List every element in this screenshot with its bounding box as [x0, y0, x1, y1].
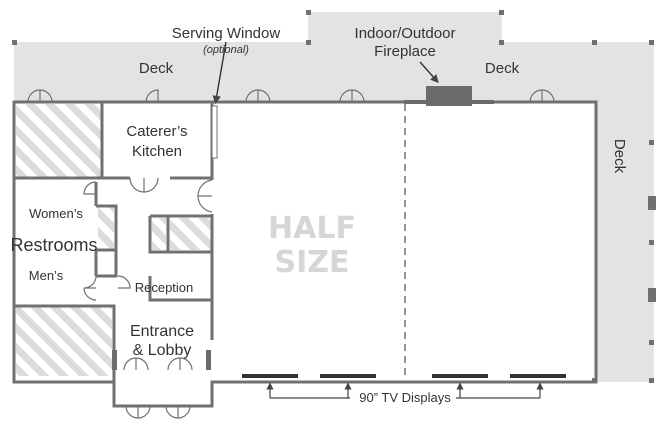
- restrooms-label: Restrooms: [10, 235, 97, 255]
- serving-window-label: Serving Window: [172, 25, 281, 42]
- reception-label: Reception: [135, 280, 194, 295]
- tv-display-icon: [242, 374, 566, 378]
- door-swing-icon: [27, 89, 555, 419]
- half-size-label-top: HALF: [268, 211, 356, 246]
- lobby-label: & Lobby: [133, 342, 192, 359]
- mens-label: Men’s: [29, 268, 64, 283]
- deck-left-label: Deck: [139, 60, 174, 77]
- womens-label: Women’s: [29, 206, 83, 221]
- deck-right-label: Deck: [485, 60, 520, 77]
- fireplace-label: Fireplace: [374, 43, 436, 60]
- restroom-fixtures: [16, 104, 212, 376]
- lobby-post-right: [206, 350, 211, 370]
- tv-bracket: [266, 382, 544, 399]
- serving-window: [211, 105, 218, 159]
- tv-displays-label: 90” TV Displays: [359, 390, 451, 405]
- deck-side-label: Deck: [611, 139, 628, 174]
- indoor-outdoor-label: Indoor/Outdoor: [355, 25, 456, 42]
- kitchen-label: Kitchen: [132, 143, 182, 160]
- deck-area: [14, 12, 654, 382]
- half-size-label-bottom: SIZE: [274, 245, 349, 280]
- lobby-post-left: [112, 350, 117, 370]
- fireplace-hearth: [404, 100, 494, 104]
- entrance-label: Entrance: [130, 323, 194, 340]
- caterers-label: Caterer’s: [126, 123, 187, 140]
- optional-label: (optional): [203, 44, 249, 56]
- arrow-icon: [212, 41, 439, 105]
